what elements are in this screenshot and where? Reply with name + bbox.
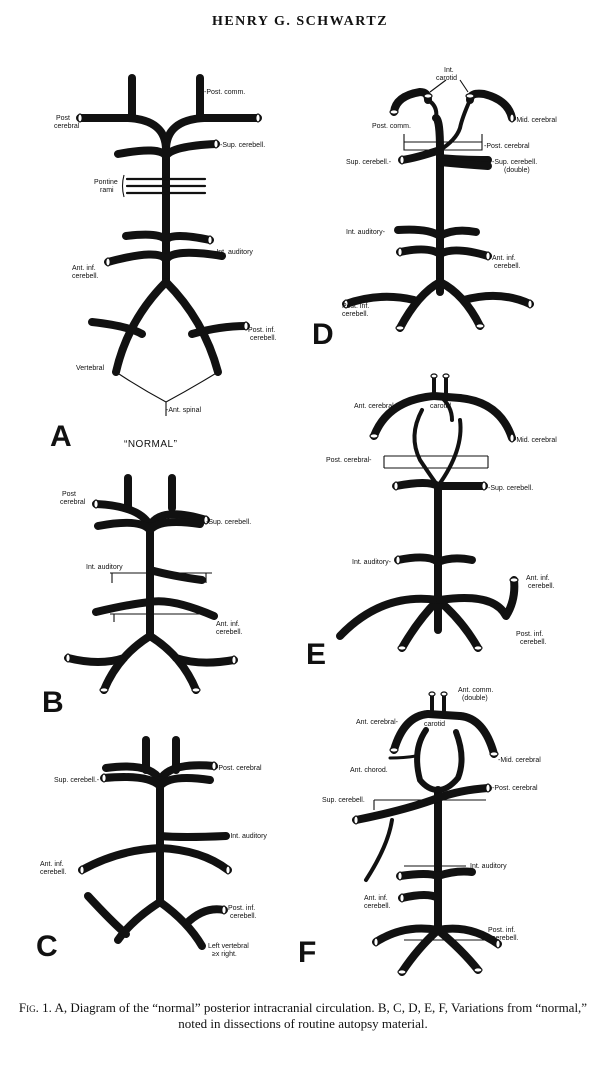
label-mid-cerebral: -Mid. cerebral xyxy=(514,117,557,124)
label-left-vertebral-1: Left vertebral xyxy=(208,943,249,950)
label-ant-inf-cerebell-1: Ant. inf. xyxy=(492,255,516,262)
label-ant-inf-cerebell-1: Ant. inf. xyxy=(40,861,64,868)
panel-letter-a: A xyxy=(50,420,72,453)
label-int-auditory: -Int. auditory xyxy=(214,249,253,256)
arterial-variation-figure: -Post. comm. Post cerebral -Sup. cerebel… xyxy=(36,67,557,976)
label-post-inf-cerebell-1: Post. inf. xyxy=(342,303,369,310)
panel-f: Ant. comm. (double) Ant. cerebral- Int. … xyxy=(298,687,541,976)
panel-c: -Post. cerebral Sup. cerebell.- -Int. au… xyxy=(36,736,267,963)
label-ant-spinal: -Ant. spinal xyxy=(166,407,201,414)
label-mid-cerebral: -Mid. cerebral xyxy=(514,437,557,444)
label-sup-cerebell: Sup. cerebell.- xyxy=(346,159,392,166)
panel-letter-f: F xyxy=(298,936,316,969)
label-ant-comm-2: (double) xyxy=(462,695,488,702)
label-int-carotid-1: Int. xyxy=(436,395,446,402)
label-post-inf-cerebell-2: cerebell. xyxy=(492,935,519,942)
label-pontine-rami-2: rami xyxy=(100,187,114,194)
label-post-inf-cerebell-1: Post. inf. xyxy=(488,927,515,934)
label-sup-cerebell: -Sup. cerebell. xyxy=(488,485,533,492)
panel-e: Ant. cerebral- Int. carotid -Mid. cerebr… xyxy=(306,373,557,671)
label-ant-cerebral: Ant. cerebral- xyxy=(356,719,399,726)
label-ant-inf-cerebell-1: Ant. inf. xyxy=(526,575,550,582)
label-post-comm: -Post. comm. xyxy=(204,89,245,96)
label-int-auditory: Int. auditory- xyxy=(352,559,392,566)
label-post-comm: Post. comm. xyxy=(372,123,411,130)
label-ant-inf-cerebell-2: cerebell. xyxy=(72,273,99,280)
label-int-auditory: Int. auditory xyxy=(86,564,123,571)
label-post-inf-cerebell-1: Post. inf. xyxy=(248,327,275,334)
label-int-auditory: Int. auditory xyxy=(470,863,507,870)
label-ant-inf-cerebell-2: cerebell. xyxy=(528,583,555,590)
label-mid-cerebral: -Mid. cerebral xyxy=(498,757,541,764)
label-vertebral: Vertebral xyxy=(76,365,104,372)
label-post-inf-cerebell-1: Post. inf. xyxy=(228,905,255,912)
label-int-carotid-1: Int. xyxy=(432,713,442,720)
label-sup-cerebell-double-1: -Sup. cerebell. xyxy=(492,159,537,166)
label-post-cerebral-1: Post xyxy=(56,115,70,122)
label-left-vertebral-2: ≥x right. xyxy=(212,951,237,958)
label-post-inf-cerebell-1: Post. inf. xyxy=(516,631,543,638)
label-sup-cerebell: Sup. cerebell. xyxy=(322,797,365,804)
label-sup-cerebell: -Sup. cerebell. xyxy=(220,142,265,149)
label-ant-inf-cerebell-2: cerebell. xyxy=(494,263,521,270)
label-sup-cerebell: Sup. cerebell.- xyxy=(54,777,100,784)
label-ant-inf-cerebell-1: Ant. inf. xyxy=(216,621,240,628)
running-header: HENRY G. SCHWARTZ xyxy=(211,14,389,29)
panel-b: Post cerebral -Sup. cerebell. Int. audit… xyxy=(42,474,251,719)
label-ant-cerebral: Ant. cerebral- xyxy=(354,403,397,410)
label-post-cerebral: -Post. cerebral xyxy=(216,765,262,772)
label-ant-chorod: Ant. chorod. xyxy=(350,767,388,774)
label-post-inf-cerebell-2: cerebell. xyxy=(342,311,369,318)
panel-letter-b: B xyxy=(42,686,64,719)
label-post-cerebral: -Post. cerebral xyxy=(484,143,530,150)
label-ant-inf-cerebell-1: Ant. inf. xyxy=(72,265,96,272)
figure-caption: Fig. 1. A, Diagram of the “normal” poste… xyxy=(16,1000,590,1032)
label-post-cerebral-2: cerebral xyxy=(54,123,80,130)
label-post-cerebral: Post. cerebral- xyxy=(326,457,372,464)
label-post-cerebral: -Post. cerebral xyxy=(492,785,538,792)
panel-letter-e: E xyxy=(306,638,326,671)
label-ant-inf-cerebell-2: cerebell. xyxy=(40,869,67,876)
label-sup-cerebell: -Sup. cerebell. xyxy=(206,519,251,526)
label-ant-comm-1: Ant. comm. xyxy=(458,687,493,694)
label-pontine-rami-1: Pontine xyxy=(94,179,118,186)
label-post-cerebral-2: cerebral xyxy=(60,499,86,506)
caption-text: A, Diagram of the “normal” posterior int… xyxy=(54,1000,588,1031)
label-ant-inf-cerebell-2: cerebell. xyxy=(364,903,391,910)
label-int-carotid-2: carotid xyxy=(430,403,451,410)
label-ant-inf-cerebell-2: cerebell. xyxy=(216,629,243,636)
label-int-auditory: -Int. auditory xyxy=(228,833,267,840)
label-int-auditory: Int. auditory- xyxy=(346,229,386,236)
label-int-carotid-1: Int. xyxy=(444,67,454,74)
label-ant-inf-cerebell-1: Ant. inf. xyxy=(364,895,388,902)
label-post-inf-cerebell-2: cerebell. xyxy=(520,639,547,646)
panel-letter-d: D xyxy=(312,318,334,351)
label-post-cerebral-1: Post xyxy=(62,491,76,498)
label-int-carotid-2: carotid xyxy=(436,75,457,82)
label-post-inf-cerebell-2: cerebell. xyxy=(230,913,257,920)
panel-letter-c: C xyxy=(36,930,58,963)
caption-figure-label: Fig. 1. xyxy=(18,1000,52,1015)
label-int-carotid-2: carotid xyxy=(424,721,445,728)
panel-a: -Post. comm. Post cerebral -Sup. cerebel… xyxy=(50,74,277,453)
label-sup-cerebell-double-2: (double) xyxy=(504,167,530,174)
panel-a-subtitle: “NORMAL” xyxy=(124,439,177,450)
label-post-inf-cerebell-2: cerebell. xyxy=(250,335,277,342)
panel-d: Int. carotid -Mid. cerebral Post. comm. … xyxy=(312,67,557,351)
